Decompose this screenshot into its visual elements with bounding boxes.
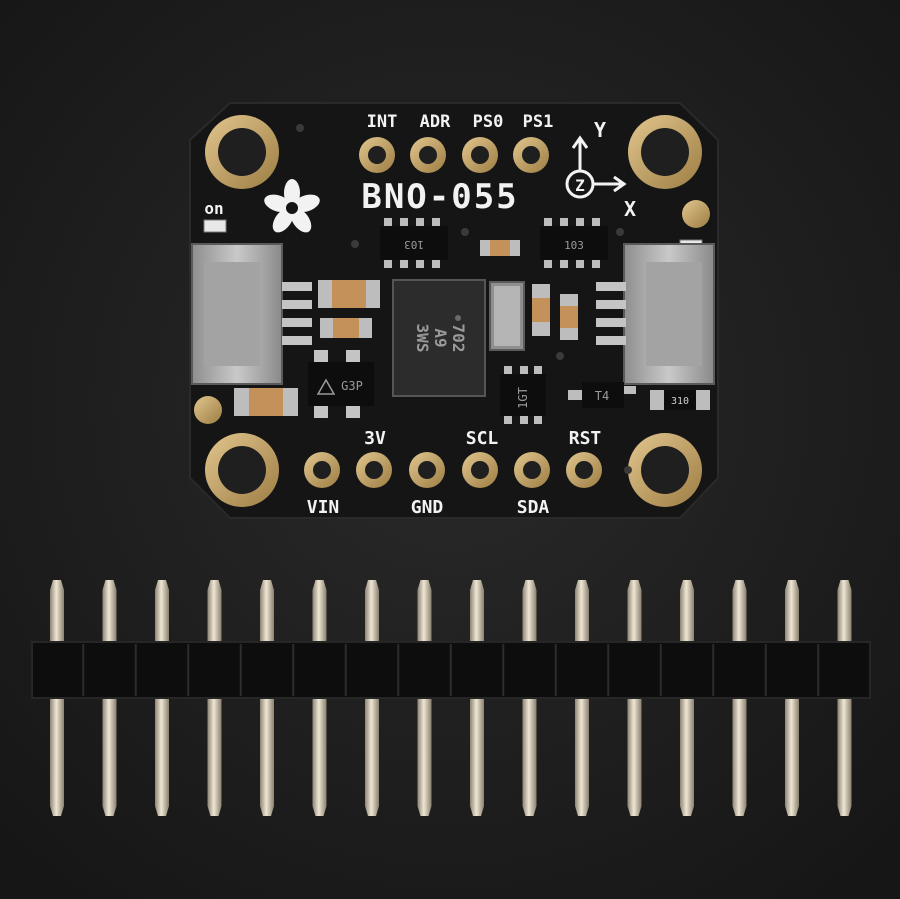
capacitor [234, 388, 298, 416]
male-pin-header-strip [31, 580, 871, 816]
chip-marking: 702 A9 3WS [413, 324, 468, 353]
board-title: BNO-055 [361, 177, 518, 217]
pin-pad [462, 137, 498, 173]
header-pin [102, 580, 117, 816]
resistor-network-marking: 103 [404, 238, 424, 251]
pin-pad [566, 452, 602, 488]
pin-pad [356, 452, 392, 488]
pin-label: SCL [466, 428, 499, 449]
header-pin [50, 580, 64, 816]
stemma-connector-right [596, 243, 715, 385]
capacitor [320, 318, 372, 338]
header-pin [837, 580, 852, 816]
resistor-code: 310 [671, 396, 689, 407]
pin-label: INT [367, 112, 398, 132]
pin-pad [513, 137, 549, 173]
bottom-pin-pads [304, 452, 602, 488]
resistor-network-left [380, 218, 448, 268]
pin-label: 3V [364, 428, 386, 449]
chip-code: 1GT [516, 387, 530, 409]
resistor-network-marking: 103 [564, 239, 584, 252]
pin-pad [462, 452, 498, 488]
pin-label: GND [411, 497, 444, 518]
power-led [203, 219, 227, 233]
pin-pad [409, 452, 445, 488]
capacitor [560, 294, 578, 340]
solder-jumper [194, 396, 222, 424]
header-pin [260, 580, 274, 816]
pin-pad [304, 452, 340, 488]
resistor [650, 390, 710, 410]
svg-text:A9: A9 [431, 328, 450, 347]
transistor [568, 382, 636, 408]
level-shifter-chip [500, 366, 546, 424]
top-pin-labels: INT ADR PS0 PS1 [367, 112, 554, 132]
stemma-connector-left [191, 243, 312, 385]
pin-label: PS0 [473, 112, 504, 132]
pin-pad [410, 137, 446, 173]
power-led-label: on [204, 199, 223, 218]
header-pin [470, 580, 484, 816]
mounting-hole-bottom-right [628, 433, 702, 507]
pin-label: PS1 [523, 112, 554, 132]
vias [296, 124, 632, 474]
sensor-breakout-board: INT ADR PS0 PS1 3V SCL RST VIN GND SDA B… [189, 102, 719, 519]
capacitor [532, 284, 550, 336]
axis-label-x: X [624, 197, 636, 221]
svg-text:702: 702 [449, 324, 468, 353]
pin-label: ADR [420, 112, 451, 132]
solder-jumper [682, 200, 710, 228]
mounting-hole-top-right [628, 115, 702, 189]
header-pin [417, 580, 432, 816]
voltage-regulator [308, 350, 374, 418]
header-pin [522, 580, 537, 816]
header-pin [732, 580, 747, 816]
mounting-hole-bottom-left [205, 433, 279, 507]
top-pin-pads [359, 137, 549, 173]
pin-pad [514, 452, 550, 488]
pin-label: SDA [517, 497, 550, 518]
pin-label: RST [569, 428, 602, 449]
flower-logo-icon [264, 179, 320, 233]
header-pin [785, 580, 799, 816]
axis-indicator [565, 135, 627, 199]
transistor-code: T4 [595, 389, 609, 403]
regulator-marking: G3P [341, 379, 363, 393]
capacitor [318, 280, 380, 308]
svg-text:3WS: 3WS [413, 324, 432, 353]
header-pin [680, 580, 694, 816]
header-pin [312, 580, 327, 816]
header-pin [365, 580, 379, 816]
pin-pad [359, 137, 395, 173]
warning-triangle-icon [316, 378, 336, 395]
header-pin [575, 580, 589, 816]
pin-label: VIN [307, 497, 340, 518]
axis-label-z: Z [575, 176, 585, 195]
capacitor [480, 240, 520, 256]
header-pin [207, 580, 222, 816]
header-pin [155, 580, 169, 816]
crystal-oscillator [489, 281, 525, 351]
bottom-pin-labels: 3V SCL RST VIN GND SDA [307, 428, 602, 518]
bno055-sensor-chip [392, 279, 486, 397]
mounting-hole-top-left [205, 115, 279, 189]
axis-label-y: Y [594, 118, 606, 142]
resistor-network-right [540, 218, 608, 268]
header-pin [627, 580, 642, 816]
